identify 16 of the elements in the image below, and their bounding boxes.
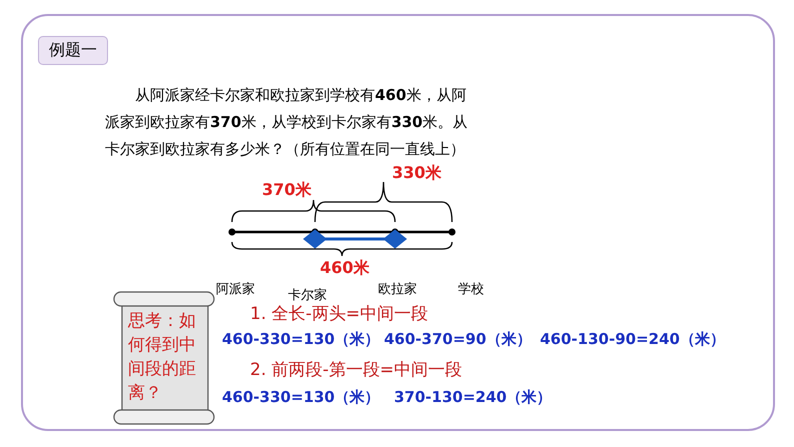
place-label: 学校 [458, 281, 484, 298]
place-label: 阿派家 [216, 281, 255, 298]
equation: 370-130=240（米） [394, 388, 552, 407]
equation: 460-330=130（米） [222, 388, 380, 407]
place-label: 欧拉家 [378, 281, 417, 298]
distance-label: 370米 [262, 180, 312, 201]
tab-label: 例题一 [38, 36, 108, 65]
problem-text: 从阿派家经卡尔家和欧拉家到学校有460米，从阿派家到欧拉家有370米，从学校到卡尔家有330米。从卡尔家到欧拉家有多少米？（所有位置在同一直线上） [105, 85, 469, 160]
equation: 460-330=130（米） [222, 330, 380, 349]
method-heading: 1. 全长-两头=中间一段 [250, 303, 428, 325]
equation: 460-370=90（米） [384, 330, 532, 349]
method-heading: 2. 前两段-第一段=中间一段 [250, 359, 462, 381]
distance-label: 330米 [392, 163, 442, 184]
distance-label: 460米 [320, 258, 370, 279]
place-label: 卡尔家 [288, 287, 327, 304]
equation: 460-130-90=240（米） [540, 330, 725, 349]
